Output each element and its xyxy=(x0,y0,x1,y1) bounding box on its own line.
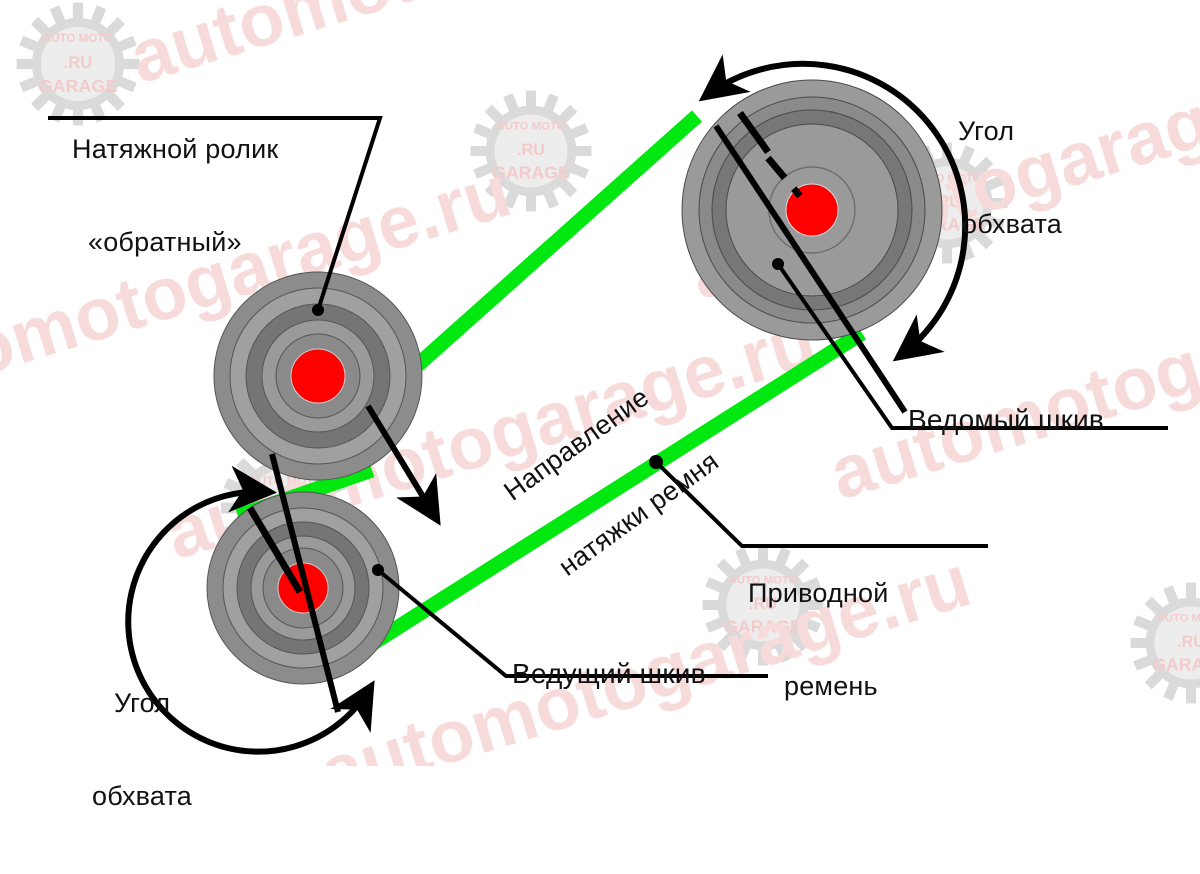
reference-lines xyxy=(246,110,908,713)
leader-lines xyxy=(48,116,1168,678)
tensioner-pulley[interactable] xyxy=(213,271,423,481)
leader-dot xyxy=(372,564,384,576)
tensioner-hub xyxy=(290,348,346,404)
belt-drive-schematic: AUTO MOTO .RU GARAGE automotogara xyxy=(0,0,1200,766)
diagram-canvas: AUTO MOTO .RU GARAGE automotogara xyxy=(0,0,1200,811)
label-drive-belt: Приводной ремень xyxy=(748,516,889,764)
label-driven-pulley: Ведомый шкив xyxy=(908,404,1104,435)
label-wrap-angle-top-line1: Угол xyxy=(958,116,1015,147)
label-driving-pulley: Ведущий шкив xyxy=(512,658,706,689)
tension-direction-arrow xyxy=(365,404,441,526)
reference-dash xyxy=(765,155,803,199)
leader-dot xyxy=(772,258,784,270)
label-wrap-angle-top-line2: обхвата xyxy=(962,209,1063,240)
label-tensioner-line2: «обратный» xyxy=(88,227,242,258)
label-tensioner-line1: Натяжной ролик xyxy=(72,134,279,165)
label-drive-belt-line2: ремень xyxy=(784,671,878,702)
label-drive-belt-line1: Приводной xyxy=(748,578,889,609)
label-tension-direction-line1: Направление xyxy=(498,381,655,507)
leader-dot xyxy=(312,304,324,316)
driving-pulley[interactable] xyxy=(206,491,400,685)
label-wrap-angle-bottom-line1: Угол xyxy=(114,688,171,719)
leader-dot xyxy=(649,455,663,469)
label-tensioner: Натяжной ролик «обратный» xyxy=(72,72,278,320)
label-wrap-angle-bottom: Угол обхвата xyxy=(92,626,192,874)
wrap-angle-arc-driving xyxy=(125,465,375,755)
driven-pulley[interactable] xyxy=(681,79,943,341)
wrap-angle-arc-driven xyxy=(698,54,969,362)
label-tension-direction-line2: натяжки ремня xyxy=(553,446,725,582)
label-wrap-angle-top: Угол обхвата xyxy=(958,54,1062,302)
label-wrap-angle-bottom-line2: обхвата xyxy=(92,781,193,812)
reference-tick xyxy=(737,110,771,155)
